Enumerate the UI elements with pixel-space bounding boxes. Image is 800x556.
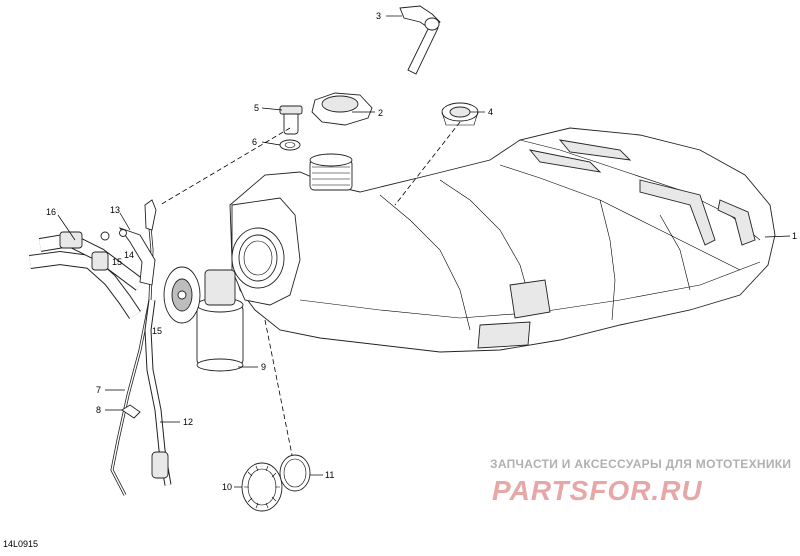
callout-8: 8 xyxy=(96,405,101,415)
callout-9: 9 xyxy=(261,362,266,372)
watermark: ЗАПЧАСТИ И АКСЕССУАРЫ ДЛЯ МОТОТЕХНИКИ PA… xyxy=(490,457,791,506)
callout-12: 12 xyxy=(183,417,193,427)
callout-4: 4 xyxy=(488,107,493,117)
callout-15a: 15 xyxy=(112,257,122,267)
fuel-pump xyxy=(163,266,244,372)
callout-1: 1 xyxy=(792,231,797,241)
callout-labels: 1 2 3 4 5 6 7 8 9 10 11 12 13 14 15 15 1… xyxy=(46,11,797,492)
filler-cap xyxy=(311,92,373,126)
diagram-code: 14L0915 xyxy=(3,539,38,549)
callout-7: 7 xyxy=(96,385,101,395)
o-ring-seal xyxy=(279,454,311,492)
callout-2: 2 xyxy=(378,108,383,118)
callout-10: 10 xyxy=(222,482,232,492)
callout-14: 14 xyxy=(124,250,134,260)
lock-ring xyxy=(241,462,283,512)
fuel-hoses xyxy=(29,199,172,496)
callout-3: 3 xyxy=(376,11,381,21)
watermark-brand: PARTSFOR.RU xyxy=(492,475,703,506)
grommet xyxy=(441,102,479,126)
callout-6: 6 xyxy=(252,137,257,147)
vent-hose xyxy=(399,5,441,75)
callout-11: 11 xyxy=(325,470,334,480)
callout-16: 16 xyxy=(46,207,56,217)
callout-leaders xyxy=(57,15,791,488)
callout-5: 5 xyxy=(254,103,259,113)
callout-13: 13 xyxy=(110,205,120,215)
watermark-tagline: ЗАПЧАСТИ И АКСЕССУАРЫ ДЛЯ МОТОТЕХНИКИ xyxy=(490,457,791,471)
assembly-lines xyxy=(159,121,461,456)
fuel-tank xyxy=(229,127,776,353)
callout-15b: 15 xyxy=(152,326,162,336)
rollover-valve xyxy=(279,105,303,151)
